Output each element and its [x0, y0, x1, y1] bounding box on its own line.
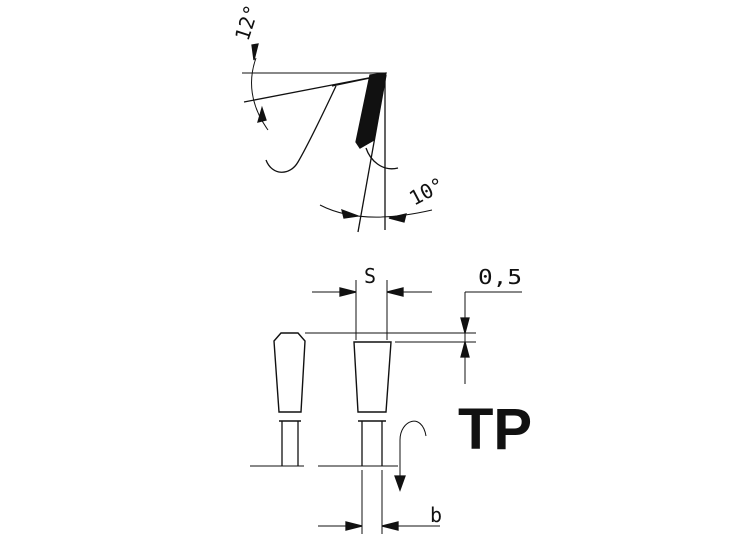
height-arrow-bottom [460, 339, 470, 358]
arrow-12-bottom [257, 105, 267, 123]
rake-angle-label: 12° [230, 2, 264, 44]
arrow-12-top [251, 43, 259, 61]
clearance-line [357, 74, 387, 233]
rake-arc [251, 57, 269, 131]
tooth-front-view [250, 280, 522, 534]
carbide-tip [355, 72, 387, 149]
tooth-back-curve [365, 147, 399, 170]
clearance-arc [319, 204, 433, 218]
height-offset-label: 0,5 [478, 265, 522, 289]
b-arrow-left [345, 521, 363, 531]
arrow-left-10 [341, 208, 359, 219]
kerf-label: S [364, 264, 376, 288]
tooth-type-label: TP [458, 397, 532, 462]
rotation-arrowhead [394, 475, 406, 492]
clearance-angle-label: 10° [405, 172, 448, 210]
right-tooth-tip [353, 341, 392, 413]
left-tooth-tip [273, 332, 306, 413]
arrow-right-10 [388, 213, 407, 223]
s-arrow-right [386, 287, 404, 297]
body-label: b [430, 503, 442, 527]
b-arrow-right [381, 521, 399, 531]
height-arrow-top [460, 317, 470, 336]
rotation-arc [399, 420, 427, 488]
gullet-curve [265, 85, 337, 173]
tooth-profile-view [242, 43, 433, 233]
s-arrow-left [339, 287, 357, 297]
